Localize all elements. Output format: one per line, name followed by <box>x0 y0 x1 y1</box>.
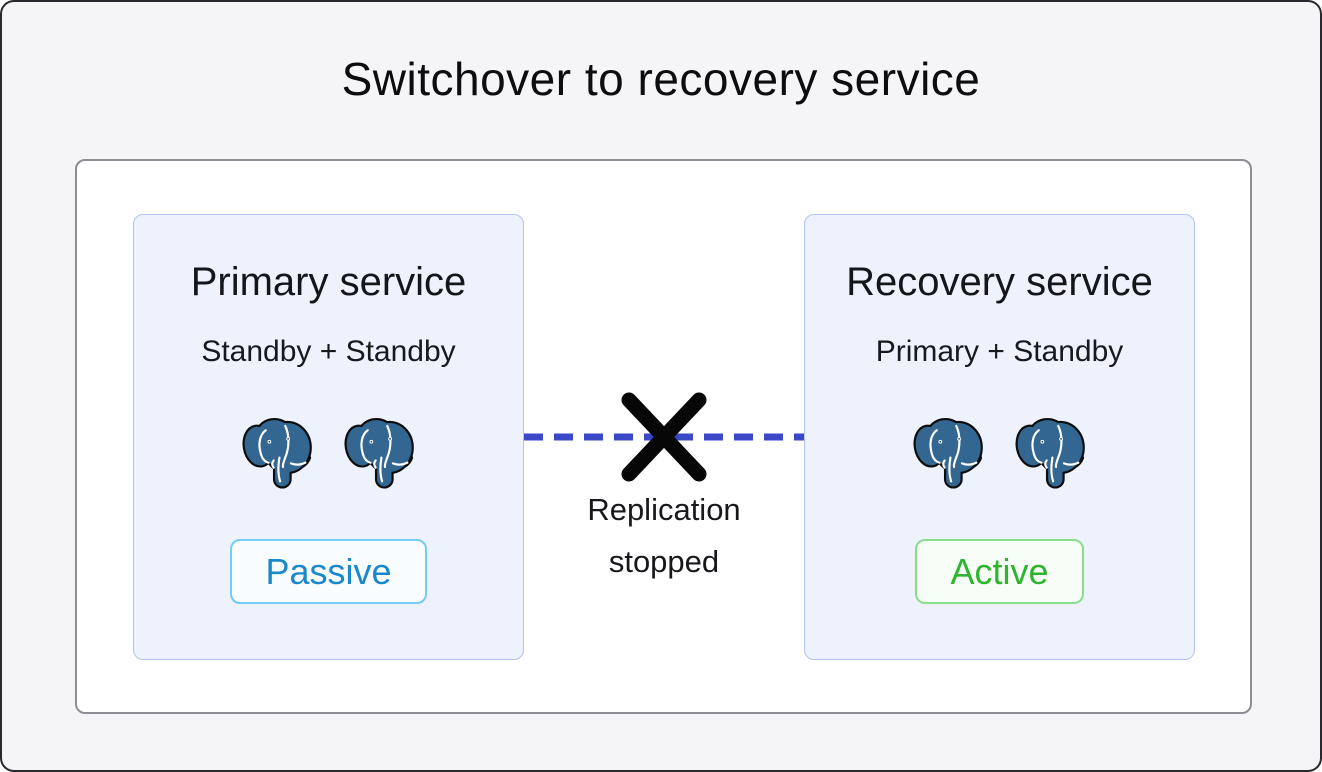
node-icons-row <box>913 415 1087 493</box>
postgresql-icon <box>344 415 416 493</box>
status-badge-passive: Passive <box>230 539 427 605</box>
service-card-primary: Primary service Standby + Standby Passiv… <box>133 214 524 660</box>
card-subtitle-primary: Standby + Standby <box>201 335 456 368</box>
diagram-title: Switchover to recovery service <box>341 53 981 105</box>
status-badge-active: Active <box>915 539 1084 605</box>
card-title-primary: Primary service <box>190 260 467 304</box>
replication-link <box>524 392 804 482</box>
replication-label-line2: stopped <box>608 544 720 579</box>
replication-label-line1: Replication <box>587 492 741 527</box>
replication-label: Replication stopped <box>514 484 814 588</box>
postgresql-icon <box>913 415 985 493</box>
x-mark-icon <box>621 392 707 482</box>
service-card-recovery: Recovery service Primary + Standby Activ… <box>804 214 1195 660</box>
node-icons-row <box>242 415 416 493</box>
postgresql-icon <box>242 415 314 493</box>
card-title-recovery: Recovery service <box>846 260 1153 304</box>
postgresql-icon <box>1015 415 1087 493</box>
card-subtitle-recovery: Primary + Standby <box>875 335 1124 368</box>
